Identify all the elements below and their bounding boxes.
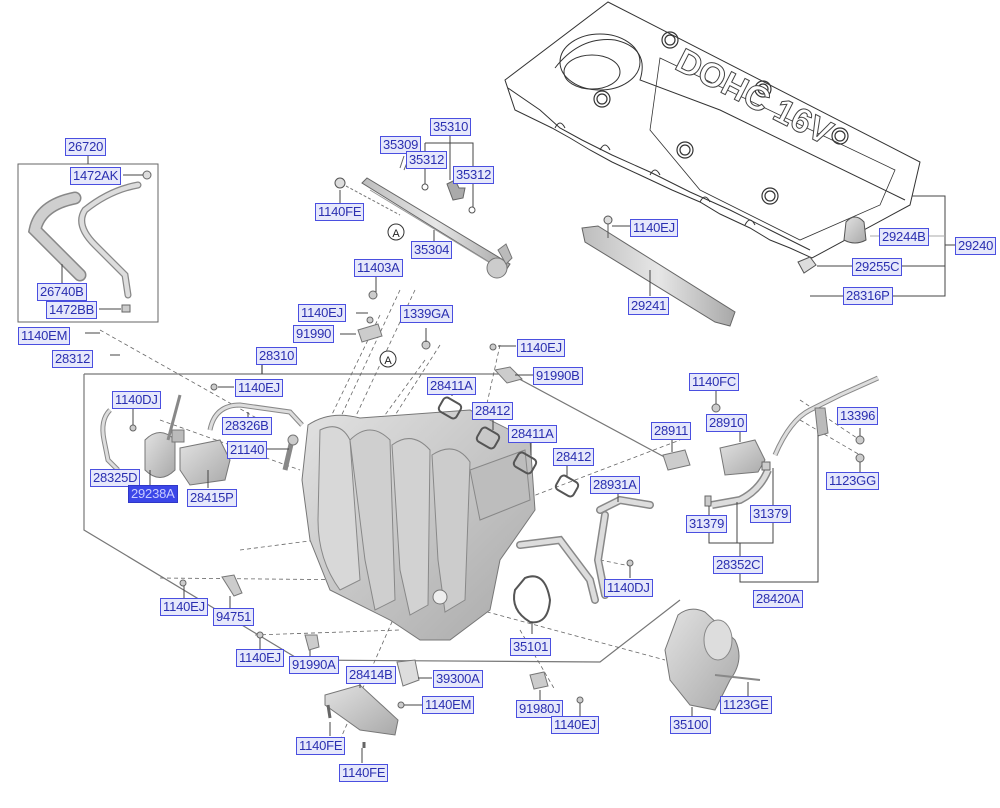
part-label-29241[interactable]: 29241 [628, 297, 670, 315]
part-label-28352c[interactable]: 28352C [713, 556, 764, 574]
part-label-29240[interactable]: 29240 [955, 237, 997, 255]
bracket-94751 [221, 574, 243, 597]
part-label-91990[interactable]: 91990 [293, 325, 335, 343]
part-label-28411a[interactable]: 28411A [508, 425, 557, 443]
part-label-31379[interactable]: 31379 [686, 515, 728, 533]
part-label-31379[interactable]: 31379 [750, 505, 792, 523]
part-label-94751[interactable]: 94751 [213, 608, 255, 626]
part-label-28412[interactable]: 28412 [472, 402, 514, 420]
part-label-29244b[interactable]: 29244B [879, 228, 929, 246]
part-label-28931a[interactable]: 28931A [590, 476, 640, 494]
part-label-1339ga[interactable]: 1339GA [400, 305, 453, 323]
part-label-28412[interactable]: 28412 [553, 448, 595, 466]
sensor-21140 [287, 434, 299, 446]
hose-26740b [27, 191, 87, 282]
part-label-35309[interactable]: 35309 [380, 136, 422, 154]
part-label-1123gg[interactable]: 1123GG [826, 472, 879, 490]
part-label-1140ej[interactable]: 1140EJ [630, 219, 678, 237]
vacuum-actuator-29238a [144, 394, 185, 478]
part-label-35101[interactable]: 35101 [510, 638, 552, 656]
part-label-1140dj[interactable]: 1140DJ [112, 391, 161, 409]
part-label-35312[interactable]: 35312 [406, 151, 448, 169]
grommet-29244b [843, 216, 867, 244]
part-label-91980j[interactable]: 91980J [516, 700, 564, 718]
part-label-1140ej[interactable]: 1140EJ [517, 339, 565, 357]
part-label-1140fe[interactable]: 1140FE [296, 737, 346, 755]
part-label-1140ej[interactable]: 1140EJ [298, 304, 346, 322]
part-label-1472ak[interactable]: 1472AK [70, 167, 122, 185]
part-label-28911[interactable]: 28911 [651, 422, 692, 440]
part-label-13396[interactable]: 13396 [837, 407, 879, 425]
bracket-91990a [304, 634, 320, 651]
part-label-1140fc[interactable]: 1140FC [689, 373, 740, 391]
part-label-28312[interactable]: 28312 [52, 350, 94, 368]
part-label-28414b[interactable]: 28414B [346, 666, 396, 684]
bracket-91990 [357, 323, 383, 343]
part-label-28420a[interactable]: 28420A [753, 590, 803, 608]
part-label-1140ej[interactable]: 1140EJ [160, 598, 208, 616]
part-label-1140ej[interactable]: 1140EJ [235, 379, 283, 397]
part-label-1472bb[interactable]: 1472BB [46, 301, 98, 319]
part-label-11403a[interactable]: 11403A [354, 259, 403, 277]
reference-marker-a-1 [387, 223, 405, 241]
part-label-29238a-highlighted[interactable]: 29238A [128, 485, 178, 503]
part-label-28325d[interactable]: 28325D [90, 469, 141, 487]
part-label-1140dj[interactable]: 1140DJ [604, 579, 653, 597]
bracket-28911 [662, 449, 691, 471]
hose-small [78, 181, 142, 299]
bracket-28414b [324, 659, 432, 763]
part-label-21140[interactable]: 21140 [227, 441, 268, 459]
part-label-35312[interactable]: 35312 [453, 166, 495, 184]
part-label-28310[interactable]: 28310 [256, 347, 298, 365]
coolant-pipe-28931a [516, 495, 654, 604]
part-label-28415p[interactable]: 28415P [187, 489, 237, 507]
part-label-28910[interactable]: 28910 [706, 414, 748, 432]
bracket-91990b [494, 366, 523, 384]
part-label-1123ge[interactable]: 1123GE [720, 696, 772, 714]
bracket-91980j [529, 671, 549, 690]
part-label-91990a[interactable]: 91990A [289, 656, 339, 674]
hose-28325d [100, 408, 120, 472]
reference-marker-a-2 [379, 350, 397, 368]
part-label-91990b[interactable]: 91990B [533, 367, 583, 385]
solenoid-28415p [179, 439, 231, 486]
engine-cover [504, 1, 921, 259]
part-label-1140ej[interactable]: 1140EJ [551, 716, 599, 734]
part-label-1140fe[interactable]: 1140FE [315, 203, 365, 221]
part-label-1140fe[interactable]: 1140FE [339, 764, 389, 782]
part-label-26720[interactable]: 26720 [65, 138, 107, 156]
part-label-1140em[interactable]: 1140EM [422, 696, 475, 714]
part-label-35310[interactable]: 35310 [430, 118, 472, 136]
part-label-35100[interactable]: 35100 [670, 716, 712, 734]
intake-manifold-28310 [301, 409, 536, 641]
cover-bracket-29241 [581, 215, 736, 327]
part-label-28411a[interactable]: 28411A [427, 377, 476, 395]
part-label-1140ej[interactable]: 1140EJ [236, 649, 284, 667]
purge-valve-28910 [711, 390, 766, 476]
part-label-39300a[interactable]: 39300A [433, 670, 483, 688]
clip-29255c [797, 256, 817, 274]
part-label-29255c[interactable]: 29255C [852, 258, 903, 276]
part-label-28316p[interactable]: 28316P [843, 287, 893, 305]
part-label-28326b[interactable]: 28326B [222, 417, 272, 435]
part-label-26740b[interactable]: 26740B [37, 283, 87, 301]
vapor-hose-28352c [711, 468, 772, 509]
throttle-gasket-35101 [513, 575, 552, 624]
part-label-1140em[interactable]: 1140EM [18, 327, 71, 345]
part-label-35304[interactable]: 35304 [411, 241, 453, 259]
reference-marker-a-2-text: A [384, 355, 392, 367]
pipe-28420a [772, 375, 880, 456]
reference-marker-a-1-text: A [392, 228, 400, 240]
